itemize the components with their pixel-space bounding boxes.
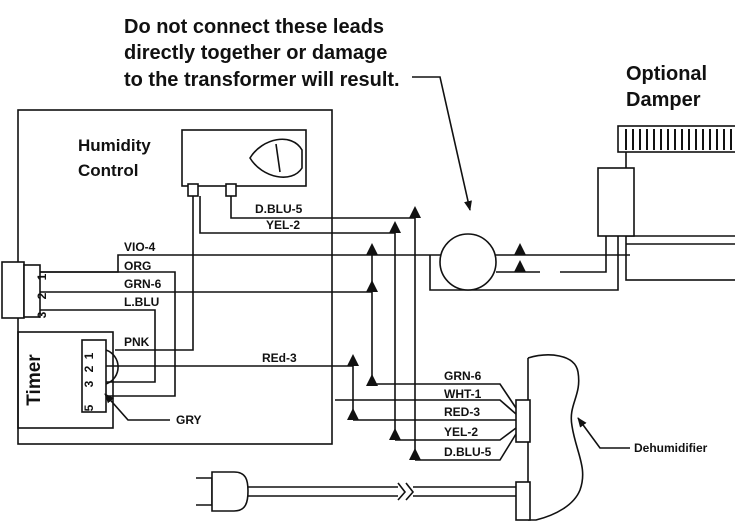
warning-leader-arrow <box>412 76 472 211</box>
label-gry: GRY <box>176 413 202 427</box>
damper-title-2: Damper <box>626 89 701 111</box>
label-red3-mid: REd-3 <box>262 351 297 365</box>
label-red3-right: RED-3 <box>444 405 480 419</box>
humidity-control-title-1: Humidity <box>78 136 151 155</box>
humidistat <box>181 129 307 197</box>
label-org: ORG <box>124 259 151 273</box>
label-vio4: VIO-4 <box>124 240 156 254</box>
dehumidifier-unit: Dehumidifier <box>515 354 708 521</box>
warning-line-1: Do not connect these leads <box>124 16 384 38</box>
timer-pin-5: 5 <box>82 404 96 411</box>
timer-title: Timer <box>24 354 45 406</box>
switch-pin-3: 3 <box>35 311 49 318</box>
transformer <box>439 233 497 291</box>
plug-body <box>211 471 249 512</box>
label-grn6-right: GRN-6 <box>444 369 482 383</box>
timer-module: Timer 1 2 3 5 <box>17 331 119 429</box>
dehumidifier-leader <box>577 417 630 449</box>
warning-line-3: to the transformer will result. <box>124 69 400 91</box>
damper-assembly <box>597 125 735 281</box>
label-grn6-left: GRN-6 <box>124 277 162 291</box>
switch-pin-2: 2 <box>35 292 49 299</box>
selector-switch: 1 2 3 <box>1 261 49 319</box>
power-inlet <box>515 481 531 521</box>
humidistat-knob <box>249 138 303 178</box>
warning-line-2: directly together or damage <box>124 42 387 64</box>
label-wht1: WHT-1 <box>444 387 482 401</box>
terminal-left <box>187 183 199 197</box>
label-yel2-top: YEL-2 <box>266 218 300 232</box>
label-dblu5-top: D.BLU-5 <box>255 202 303 216</box>
humidity-control-title-2: Control <box>78 161 138 180</box>
damper-title-1: Optional <box>626 63 707 85</box>
power-cord <box>196 471 516 512</box>
terminal-markers <box>347 206 526 460</box>
label-lblu: L.BLU <box>124 295 159 309</box>
label-yel2-right: YEL-2 <box>444 425 478 439</box>
damper-motor <box>597 167 635 237</box>
dehumidifier-connector <box>515 399 531 443</box>
warning-note: Do not connect these leads directly toge… <box>124 16 400 91</box>
timer-cam <box>105 349 119 385</box>
terminal-right <box>225 183 237 197</box>
wiring <box>40 196 630 461</box>
label-pnk: PNK <box>124 335 150 349</box>
timer-pin-1: 1 <box>82 352 96 359</box>
timer-pin-2: 2 <box>82 365 96 372</box>
timer-pin-3: 3 <box>82 380 96 387</box>
switch-pin-1: 1 <box>35 273 49 280</box>
dehumidifier-title: Dehumidifier <box>634 441 708 455</box>
label-dblu5-right: D.BLU-5 <box>444 445 492 459</box>
